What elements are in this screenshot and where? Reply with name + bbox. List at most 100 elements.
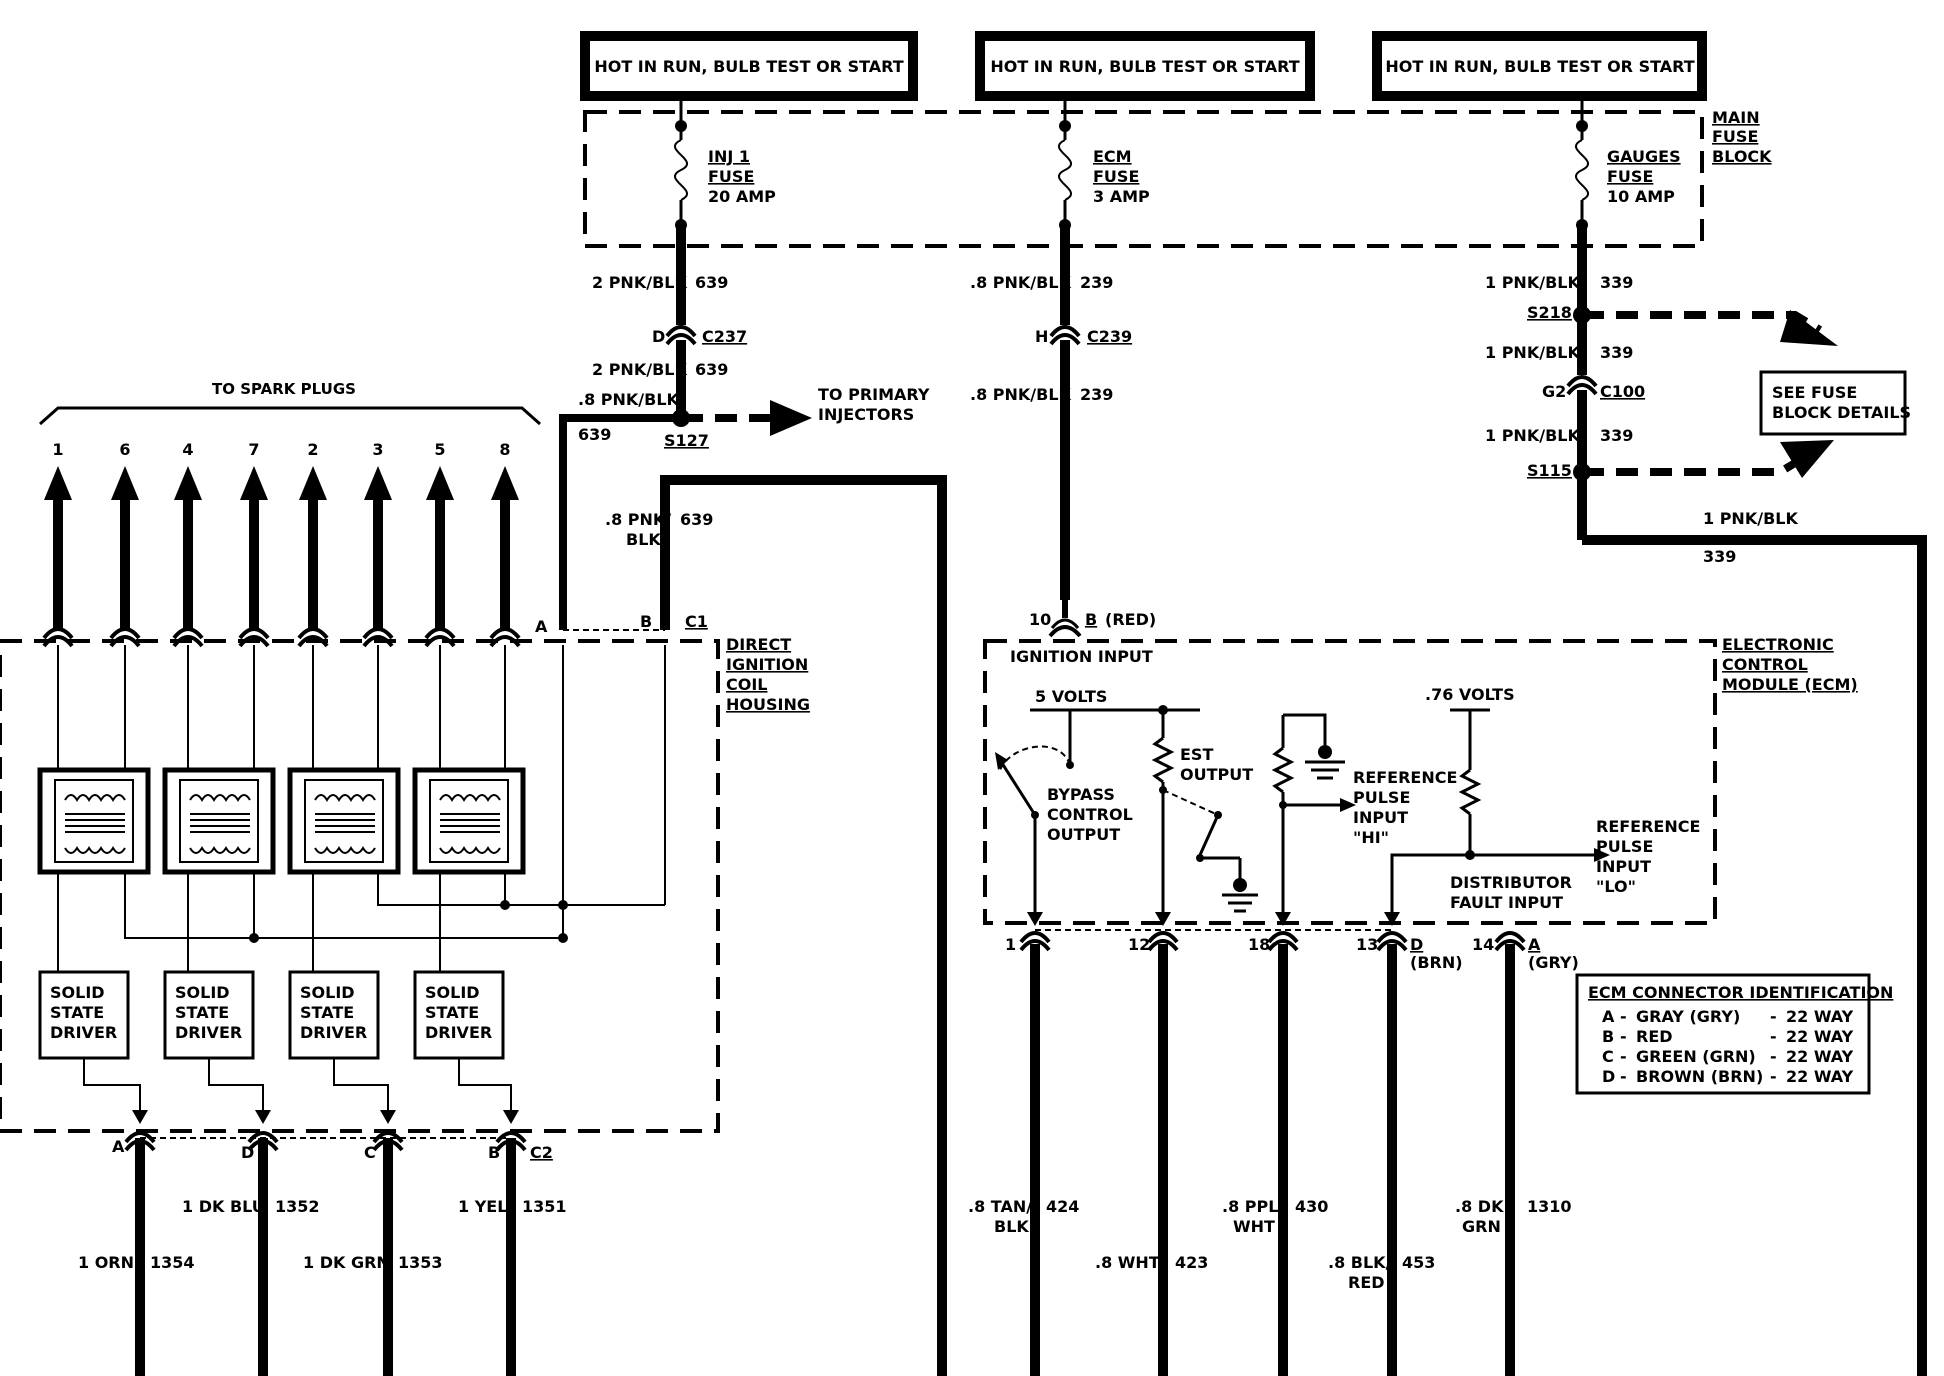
connector-id-cell: 22 WAY xyxy=(1786,1027,1854,1046)
connector-id-cell: C xyxy=(1602,1047,1614,1066)
wire-label-339c: 1 PNK/BLK xyxy=(1485,426,1580,445)
svg-text:MAIN: MAIN xyxy=(1712,108,1760,127)
svg-text:.76 VOLTS: .76 VOLTS xyxy=(1425,685,1515,704)
circuit-num-1352: 1352 xyxy=(275,1197,320,1216)
svg-text:BYPASS: BYPASS xyxy=(1047,785,1115,804)
svg-text:(BRN): (BRN) xyxy=(1410,953,1463,972)
connector-id-cell: - xyxy=(1620,1027,1627,1046)
circuit-num-339b: 339 xyxy=(1600,343,1633,362)
driver-label: STATE xyxy=(50,1003,104,1022)
ignition-input-label: IGNITION INPUT xyxy=(1010,647,1153,666)
svg-text:C: C xyxy=(364,1143,376,1162)
connector-id-cell: - xyxy=(1620,1067,1627,1086)
svg-text:BLK: BLK xyxy=(994,1217,1029,1236)
svg-text:FUSE: FUSE xyxy=(708,167,754,186)
ignition-coil-2 xyxy=(162,767,276,875)
wire-label-639a: 2 PNK/BLK xyxy=(592,273,687,292)
driver-label: SOLID xyxy=(175,983,230,1002)
ecm-output-pins xyxy=(1019,912,1526,1376)
ignition-coil-1 xyxy=(37,767,151,875)
connector-id-row: B-RED-22 WAY xyxy=(1602,1027,1854,1046)
reference-pulse-hi: REFERENCE PULSE INPUT "HI" xyxy=(1271,713,1457,915)
connector-id-row: D-BROWN (BRN)-22 WAY xyxy=(1602,1067,1854,1086)
svg-text:A: A xyxy=(112,1137,125,1156)
splice-s218: S218 xyxy=(1527,303,1572,322)
spark-plug-8: 8 xyxy=(489,440,521,648)
driver-label: DRIVER xyxy=(175,1023,242,1042)
power-box-1: HOT IN RUN, BULB TEST OR START xyxy=(580,31,918,101)
svg-text:PULSE: PULSE xyxy=(1596,837,1653,856)
svg-text:FUSE: FUSE xyxy=(1712,127,1758,146)
plug-number-label: 5 xyxy=(434,440,445,459)
svg-text:HOUSING: HOUSING xyxy=(726,695,810,714)
splice-s127: S127 xyxy=(664,431,709,450)
circuit-num-424: 424 xyxy=(1046,1197,1079,1216)
ecm-output-wire-5 xyxy=(1494,931,1526,1376)
ecm-outline xyxy=(983,639,1717,925)
connector-id-cell: A xyxy=(1602,1007,1615,1026)
svg-text:BLOCK: BLOCK xyxy=(1712,147,1772,166)
circuit-num-423: 423 xyxy=(1175,1253,1208,1272)
circuit-239 xyxy=(1048,225,1082,638)
svg-text:B: B xyxy=(488,1143,500,1162)
c2-connector: A D C B C2 xyxy=(112,1137,553,1162)
svg-text:3 AMP: 3 AMP xyxy=(1093,187,1150,206)
svg-text:A: A xyxy=(535,617,548,636)
wire-label-dkblu: 1 DK BLU xyxy=(182,1197,265,1216)
spark-plug-bracket: TO SPARK PLUGS xyxy=(39,380,541,426)
wire-label-339d: 1 PNK/BLK xyxy=(1703,509,1798,528)
driver-label: DRIVER xyxy=(50,1023,117,1042)
driver-label: SOLID xyxy=(425,983,480,1002)
ecm-conn-b: B xyxy=(1085,610,1097,629)
svg-text:D: D xyxy=(241,1143,254,1162)
connector-id-cell: GREEN (GRN) xyxy=(1636,1047,1756,1066)
coil-internal-wiring xyxy=(37,645,666,972)
ecm-pin-12: 12 xyxy=(1128,935,1150,954)
ecm-pin-18: 18 xyxy=(1248,935,1270,954)
circuit-339 xyxy=(1566,225,1927,1376)
svg-text:GRN: GRN xyxy=(1462,1217,1501,1236)
svg-text:ECM: ECM xyxy=(1093,147,1132,166)
ignition-coil-4 xyxy=(412,767,526,875)
main-fuse-block-outline xyxy=(583,110,1704,248)
svg-text:PULSE: PULSE xyxy=(1353,788,1410,807)
connector-id-row: A-GRAY (GRY)-22 WAY xyxy=(1602,1007,1854,1026)
connector-id-cell: D xyxy=(1602,1067,1615,1086)
connector-id-cell: GRAY (GRY) xyxy=(1636,1007,1740,1026)
to-primary-label: TO PRIMARY xyxy=(818,385,930,404)
power-box-2: HOT IN RUN, BULB TEST OR START xyxy=(975,31,1315,101)
spark-plug-2: 2 xyxy=(297,440,329,648)
svg-text:10 AMP: 10 AMP xyxy=(1607,187,1675,206)
svg-text:FUSE: FUSE xyxy=(1093,167,1139,186)
svg-text:GAUGES: GAUGES xyxy=(1607,147,1681,166)
ecm-pin-10: 10 xyxy=(1029,610,1051,629)
ignition-coil-3 xyxy=(287,767,401,875)
svg-text:INPUT: INPUT xyxy=(1596,857,1651,876)
connector-id-cell: 22 WAY xyxy=(1786,1067,1854,1086)
wire-label-blkred: .8 BLK/ xyxy=(1328,1253,1392,1272)
circuit-num-639b: 639 xyxy=(695,360,728,379)
circuit-num-239a: 239 xyxy=(1080,273,1113,292)
plug-number-label: 8 xyxy=(499,440,510,459)
ecm-fuse: ECM FUSE 3 AMP xyxy=(1057,96,1150,231)
svg-text:HOT IN RUN, BULB TEST OR START: HOT IN RUN, BULB TEST OR START xyxy=(594,57,903,76)
pin-label-d: D xyxy=(652,327,665,346)
ecm-output-wire-3 xyxy=(1267,912,1299,1376)
svg-text:SEE FUSE: SEE FUSE xyxy=(1772,383,1857,402)
ecm-connector-id-table: ECM CONNECTOR IDENTIFICATION A-GRAY (GRY… xyxy=(1575,973,1893,1095)
wire-label-239b: .8 PNK/BLK xyxy=(970,385,1072,404)
svg-text:TO SPARK PLUGS: TO SPARK PLUGS xyxy=(212,380,356,398)
svg-text:BLOCK DETAILS: BLOCK DETAILS xyxy=(1772,403,1911,422)
c1-connector: A B C1 xyxy=(535,612,708,636)
svg-text:COIL: COIL xyxy=(726,675,768,694)
circuit-num-339a: 339 xyxy=(1600,273,1633,292)
plug-number-label: 6 xyxy=(119,440,130,459)
wire-label-yel: 1 YEL xyxy=(458,1197,507,1216)
svg-text:MODULE (ECM): MODULE (ECM) xyxy=(1722,675,1858,694)
svg-text:FUSE: FUSE xyxy=(1607,167,1653,186)
spark-plug-1: 1 xyxy=(42,440,74,648)
svg-text:ECM CONNECTOR IDENTIFICATION: ECM CONNECTOR IDENTIFICATION xyxy=(1588,983,1893,1002)
connector-id-cell: - xyxy=(1620,1047,1627,1066)
five-volt-rail: 5 VOLTS BYPASS CONTROL OUTPUT xyxy=(995,687,1200,915)
